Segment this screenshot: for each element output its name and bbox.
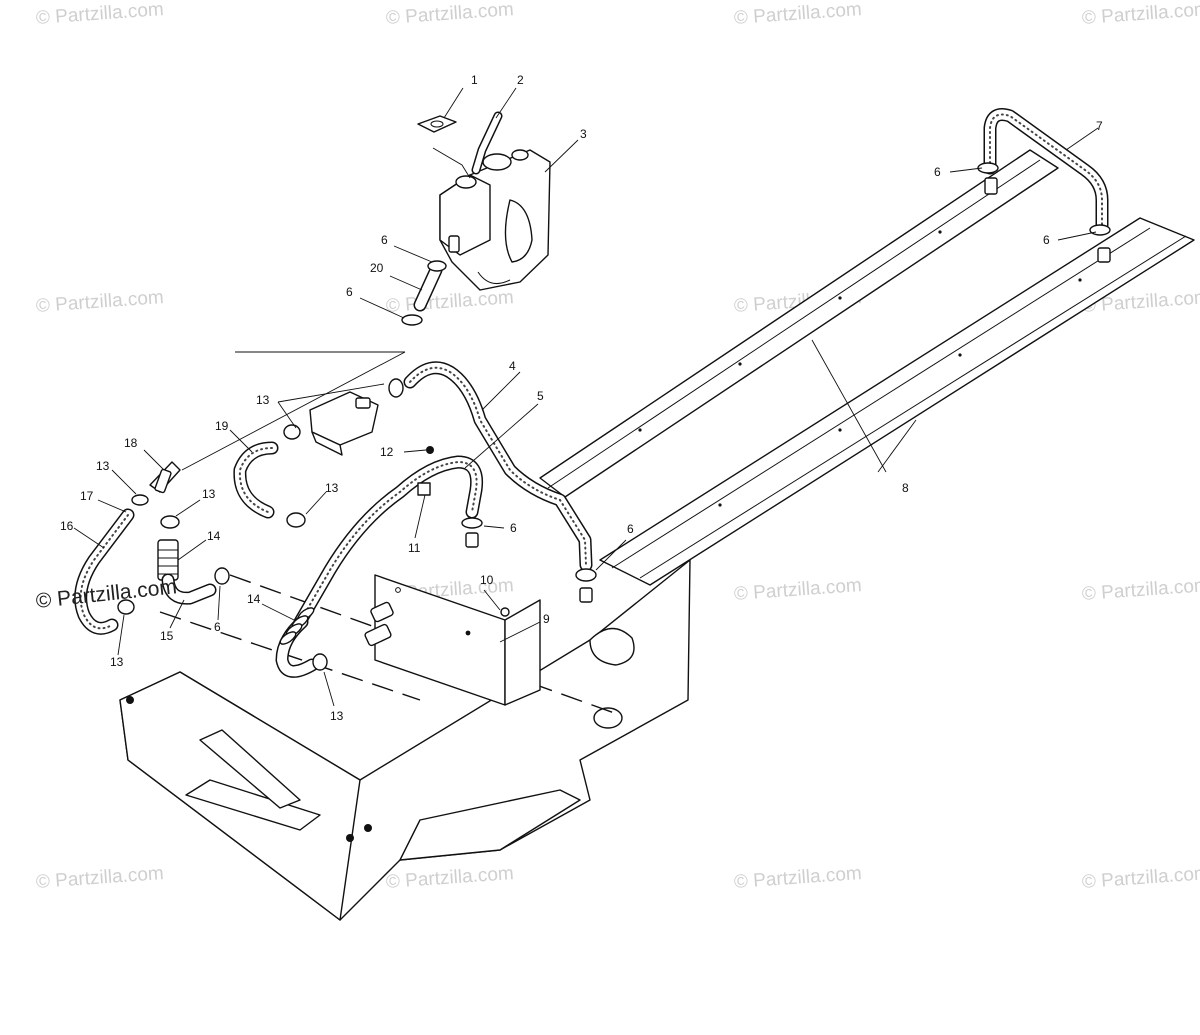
coolant-tank [439, 149, 551, 291]
rail-rivets [638, 230, 1082, 507]
vent-hose [471, 111, 503, 175]
callout-13: 13 [325, 481, 339, 495]
long-hose-4 [388, 361, 597, 603]
callout-8: 8 [902, 481, 909, 495]
elbow-hose-15 [161, 567, 230, 605]
cap-gasket [417, 115, 457, 133]
hose-clamp [160, 515, 180, 529]
hose-16 [74, 508, 135, 635]
callout-15: 15 [160, 629, 174, 643]
callout-13: 13 [110, 655, 124, 669]
callout-14: 14 [247, 592, 261, 606]
tee-fitting [149, 461, 181, 494]
callout-4: 4 [509, 359, 516, 373]
hose-14-lower [275, 607, 328, 678]
callout-12: 12 [380, 445, 394, 459]
callout-labels: 1 2 3 4 5 6 6 6 6 6 6 6 7 8 9 10 11 12 1… [60, 73, 1103, 723]
hose-5 [293, 455, 484, 629]
hose-clip [417, 482, 431, 496]
callout-16: 16 [60, 519, 74, 533]
callout-6: 6 [934, 165, 941, 179]
callout-3: 3 [580, 127, 587, 141]
callout-13: 13 [256, 393, 270, 407]
callout-13: 13 [330, 709, 344, 723]
callout-20: 20 [370, 261, 384, 275]
leader-lines [73, 87, 1099, 707]
callout-17: 17 [80, 489, 94, 503]
bleed-screw [500, 607, 510, 617]
callout-11: 11 [408, 541, 421, 555]
callout-5: 5 [537, 389, 544, 403]
short-hose-20 [401, 260, 447, 326]
callout-6: 6 [627, 522, 634, 536]
callout-14: 14 [207, 529, 221, 543]
bellows-14-lower [279, 607, 315, 645]
callout-7: 7 [1096, 119, 1103, 133]
hose-clamp [131, 494, 149, 506]
callout-6: 6 [381, 233, 388, 247]
callout-6: 6 [510, 521, 517, 535]
side-rail-upper [539, 149, 1059, 498]
callout-13: 13 [96, 459, 110, 473]
callout-18: 18 [124, 436, 138, 450]
callout-10: 10 [480, 573, 494, 587]
callout-6: 6 [214, 620, 221, 634]
heat-exchanger-bracket [364, 574, 541, 706]
rear-loop-hose [977, 108, 1111, 263]
callout-13: 13 [202, 487, 216, 501]
side-rail-lower [599, 217, 1195, 586]
thermostat-housing [283, 391, 379, 456]
bleed-plug [426, 446, 434, 454]
belly-pan [119, 559, 691, 921]
callout-1: 1 [471, 73, 478, 87]
callout-19: 19 [215, 419, 229, 433]
callout-6: 6 [346, 285, 353, 299]
callout-2: 2 [517, 73, 524, 87]
hose-19 [233, 441, 306, 528]
callout-9: 9 [543, 612, 550, 626]
callout-6: 6 [1043, 233, 1050, 247]
